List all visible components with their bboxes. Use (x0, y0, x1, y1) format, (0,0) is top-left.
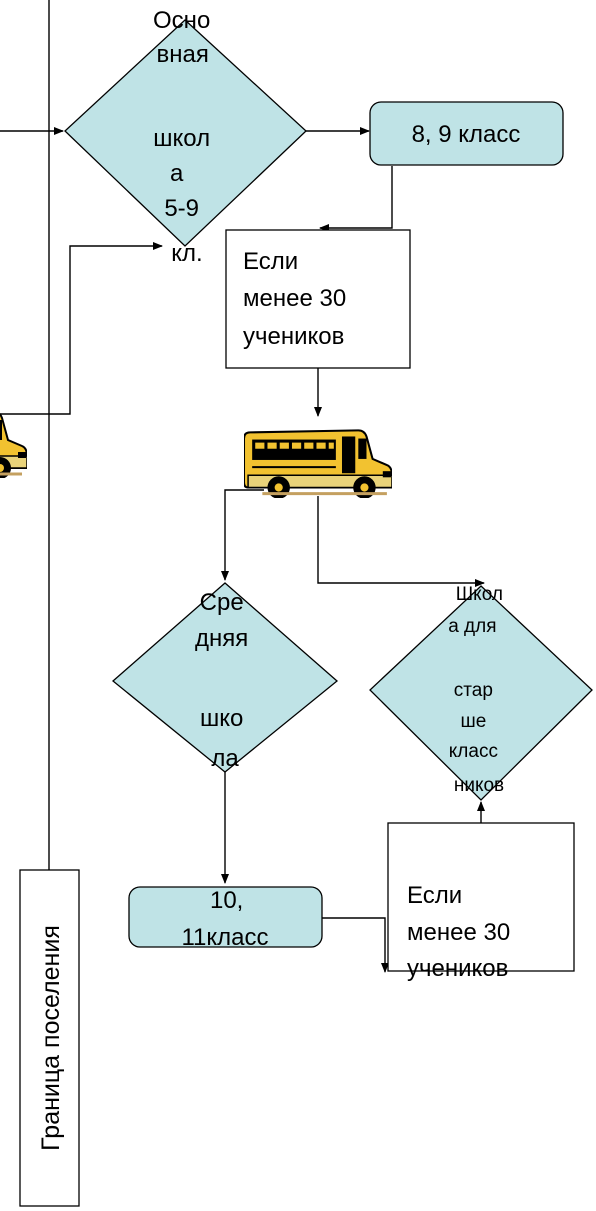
secondary-school-line: шко (200, 705, 243, 732)
secondary-school-node: Сре дняя шко ла (111, 582, 339, 773)
senior-school-line: стар (454, 680, 493, 701)
arrow-grade-to-condition-bottom (322, 917, 389, 973)
basic-school-line: кл. (171, 240, 202, 267)
condition-bottom-line: Если (407, 882, 462, 909)
senior-school-line: класс (449, 741, 498, 762)
condition-bottom-line: менее 30 (407, 919, 510, 946)
svg-text:Если менее 30 учен: Если менее 30 учеников (407, 882, 517, 982)
basic-school-line: а (170, 160, 184, 187)
grade-10-11-line: 11класс (181, 924, 268, 951)
grade-10-11-node: 10, 11класс (128, 886, 323, 951)
svg-text:Школ а для стар: Школ а для стар ше класс ников (448, 584, 508, 796)
basic-school-line: Осно (153, 7, 210, 34)
school-bus-icon (244, 428, 392, 498)
senior-school-node: Школ а для стар ше класс ников (369, 584, 593, 801)
svg-text:Сре дняя шко: Сре дняя шко ла (195, 589, 255, 772)
svg-text:Осно вная школ: Осно вная школ а 5-9 кл. (153, 7, 217, 267)
senior-school-line: а для (448, 616, 496, 637)
basic-school-node: Осно вная школ а 5-9 кл. (64, 7, 307, 267)
senior-school-line: ше (460, 711, 486, 732)
basic-school-line: 5-9 (164, 195, 199, 222)
condition-top-line: Если (243, 248, 298, 275)
condition-top-line: менее 30 (243, 285, 346, 312)
condition-bottom-node: Если менее 30 учеников (387, 822, 575, 982)
arrow-grade-to-condition (319, 166, 393, 232)
grade-8-9-label: 8, 9 класс (412, 121, 521, 148)
settlement-border-box: Граница поселения (19, 869, 80, 1207)
basic-school-line: школ (153, 125, 210, 152)
basic-school-line: вная (156, 41, 208, 68)
condition-top-line: учеников (243, 323, 344, 350)
secondary-school-line: Сре (200, 589, 244, 616)
settlement-border-label: Граница поселения (37, 925, 65, 1151)
grade-10-11-line: 10, (210, 887, 243, 914)
arrow-bus-to-secondary (221, 489, 264, 581)
secondary-school-line: ла (211, 745, 239, 772)
grade-8-9-node: 8, 9 класс (369, 101, 564, 166)
svg-text:10, 11класс: 10, 11класс (181, 887, 268, 951)
condition-top-node: Если менее 30 учеников (225, 229, 411, 369)
arrow-bus-to-senior (317, 496, 485, 587)
senior-school-line: ников (454, 775, 504, 796)
senior-school-line: Школ (456, 584, 503, 605)
school-bus-icon (0, 410, 27, 478)
secondary-school-line: дняя (195, 625, 248, 652)
return-line-to-basic-school (0, 242, 163, 415)
condition-bottom-line: учеников (407, 955, 508, 982)
svg-text:Если менее 30 учен: Если менее 30 учеников (243, 248, 353, 350)
